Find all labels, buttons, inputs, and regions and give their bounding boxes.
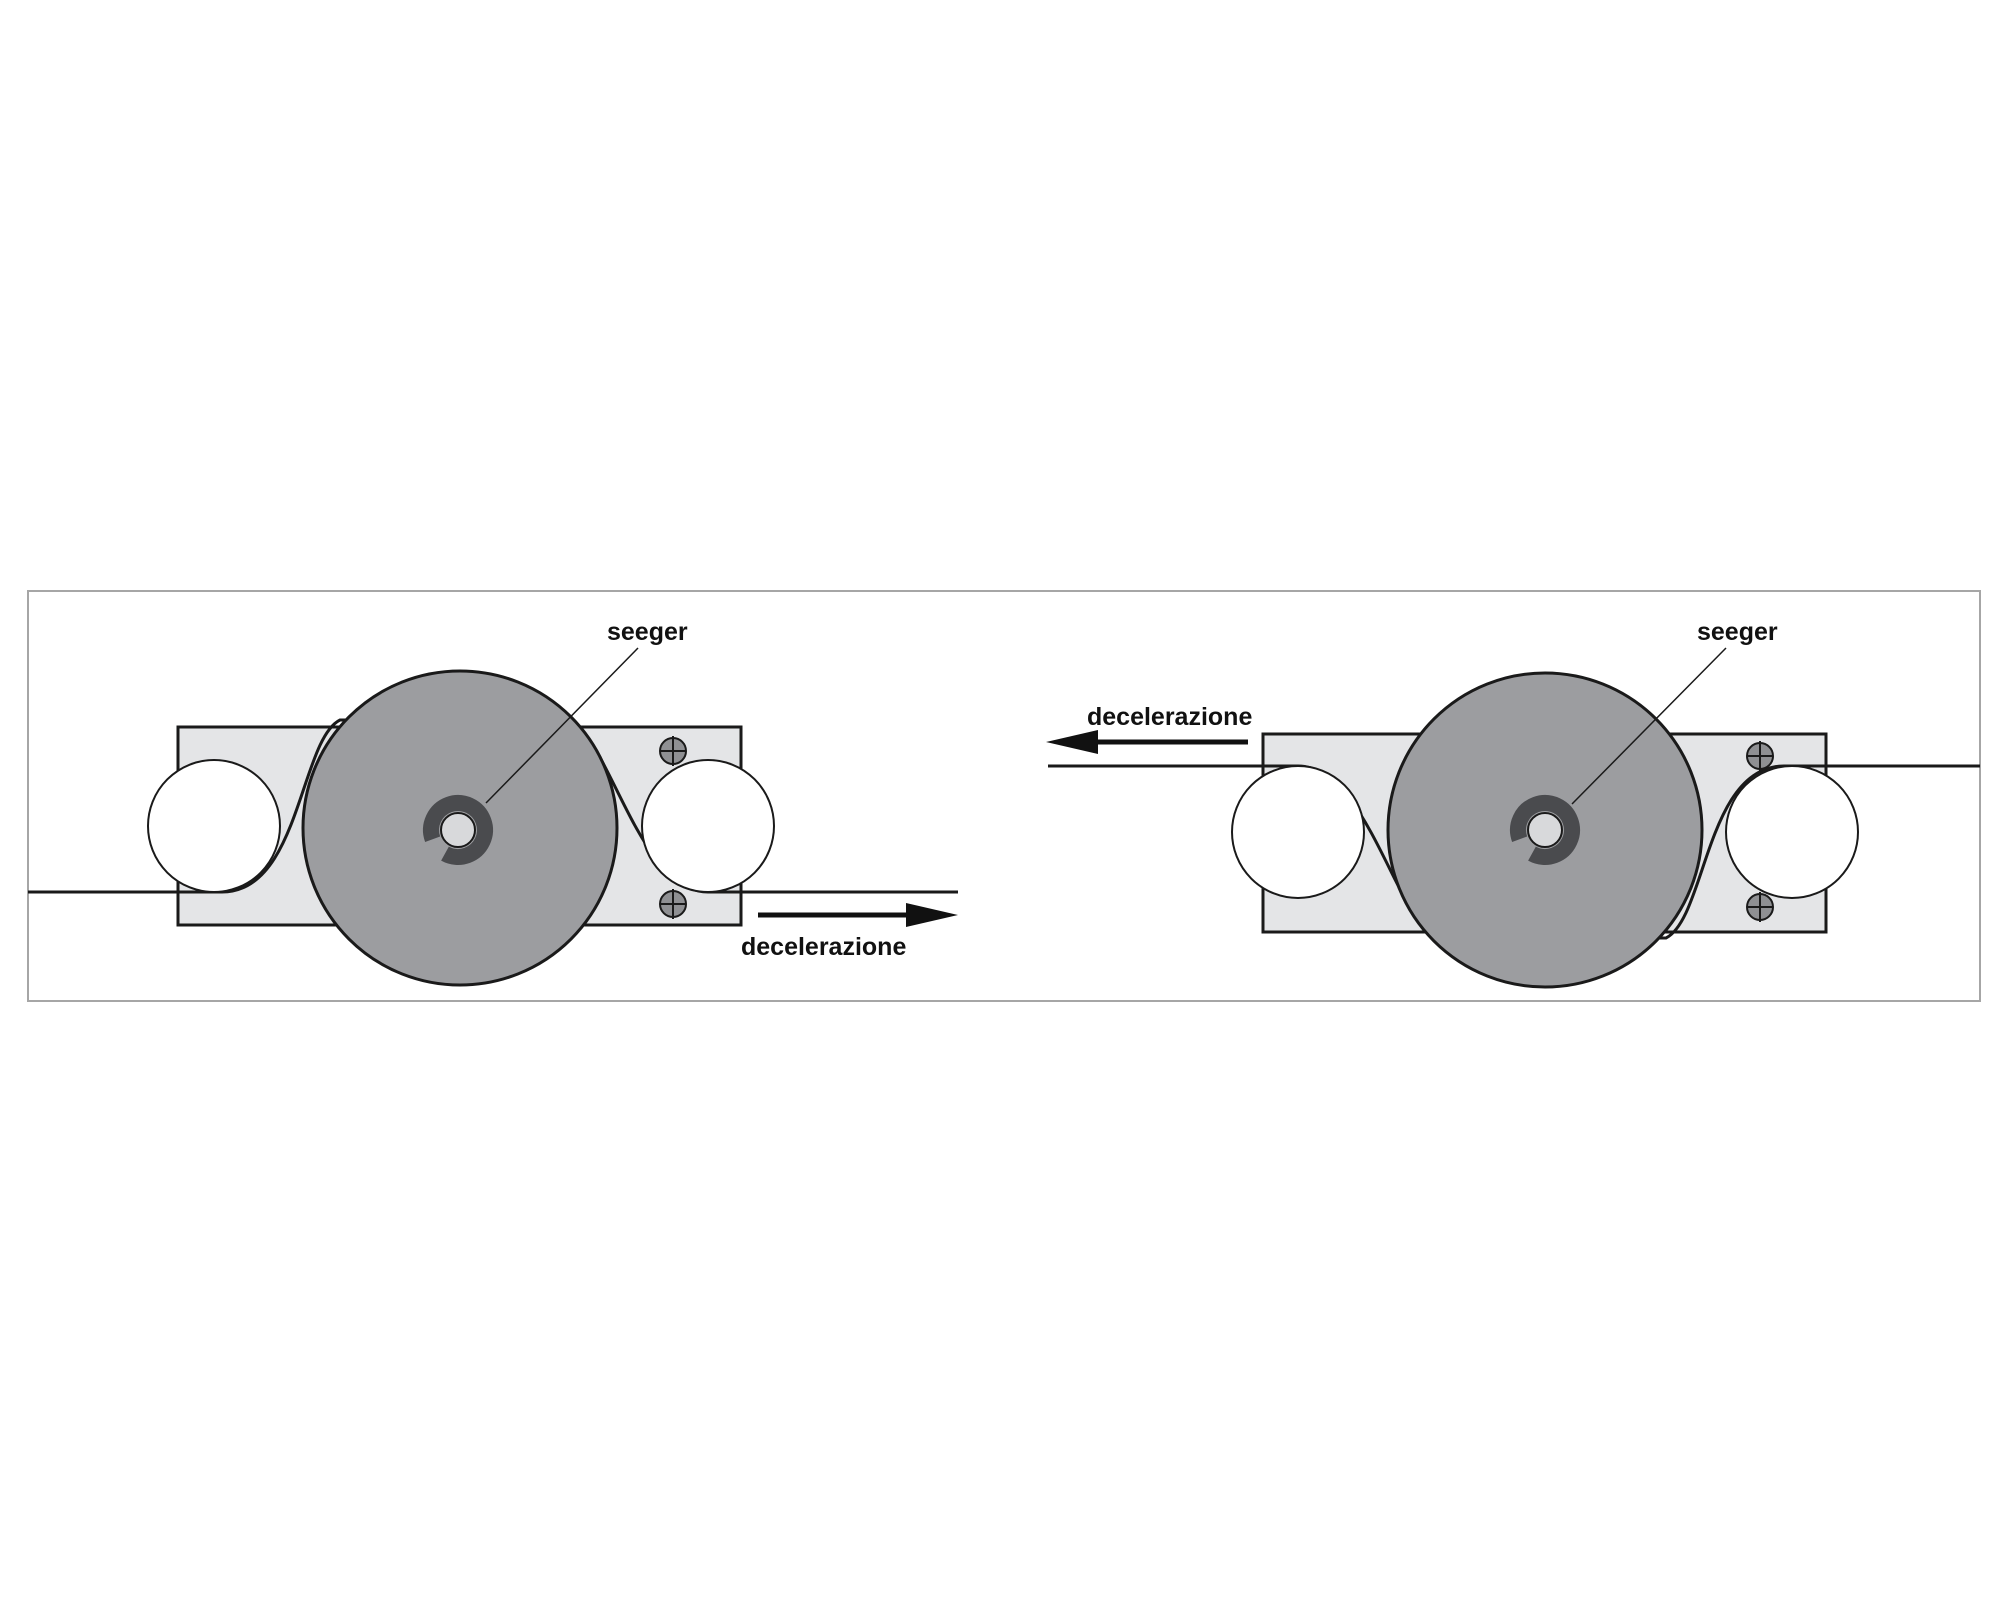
right-seeger-leader	[1571, 647, 1727, 805]
right-seeger-ring	[1510, 795, 1580, 866]
right-roller-right	[1725, 765, 1859, 899]
right-deceleration-arrow-icon	[1046, 730, 1248, 754]
left-bolt-top-icon	[659, 736, 687, 766]
right-shaft	[1527, 812, 1563, 848]
right-assembly: seeger decelerazione	[1046, 618, 1980, 989]
right-roller-left	[1231, 765, 1365, 899]
left-assembly: seeger decelerazione	[28, 618, 958, 987]
left-roller-left	[147, 759, 281, 893]
left-seeger-label: seeger	[607, 618, 688, 646]
right-bolt-bottom-icon	[1746, 892, 1774, 922]
left-seeger-leader	[485, 647, 639, 804]
right-deceleration-label: decelerazione	[1087, 703, 1252, 731]
left-deceleration-arrow-icon	[758, 903, 958, 927]
right-seeger-label: seeger	[1697, 618, 1778, 646]
right-bolt-top-icon	[1746, 741, 1774, 771]
left-seeger-ring	[423, 795, 493, 865]
left-shaft	[440, 812, 476, 848]
left-roller-right	[641, 759, 775, 893]
left-bolt-bottom-icon	[659, 889, 687, 919]
left-deceleration-label: decelerazione	[741, 933, 906, 961]
